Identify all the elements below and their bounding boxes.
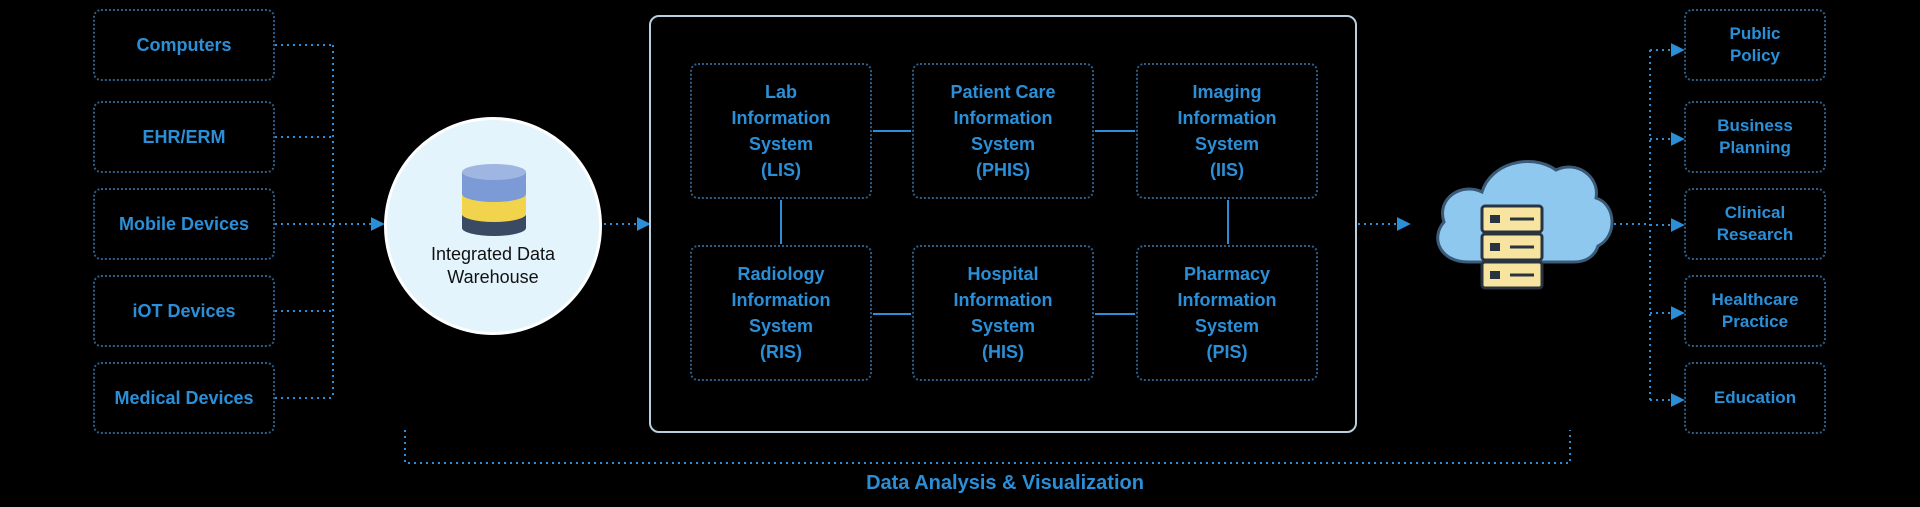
system-links xyxy=(780,130,1229,315)
source-label: EHR/ERM xyxy=(142,126,226,147)
output-education: Education xyxy=(1684,362,1826,434)
source-ehr-erm: EHR/ERM xyxy=(93,101,275,173)
output-business-planning: Business Planning xyxy=(1684,101,1826,173)
system-pis: Pharmacy Information System (PIS) xyxy=(1136,245,1318,381)
cloud-server-icon xyxy=(1436,160,1614,290)
source-iot-devices: iOT Devices xyxy=(93,275,275,347)
source-mobile-devices: Mobile Devices xyxy=(93,188,275,260)
system-iis: Imaging Information System (IIS) xyxy=(1136,63,1318,199)
source-medical-devices: Medical Devices xyxy=(93,362,275,434)
system-lis: Lab Information System (LIS) xyxy=(690,63,872,199)
system-his: Hospital Information System (HIS) xyxy=(912,245,1094,381)
system-label: Hospital Information System (HIS) xyxy=(953,264,1053,362)
system-ris: Radiology Information System (RIS) xyxy=(690,245,872,381)
output-label: Healthcare Practice xyxy=(1711,290,1799,331)
database-icon xyxy=(462,164,526,236)
output-clinical-research: Clinical Research xyxy=(1684,188,1826,260)
output-label: Business Planning xyxy=(1717,116,1793,157)
system-label: Imaging Information System (IIS) xyxy=(1177,82,1277,180)
output-label: Education xyxy=(1713,388,1797,407)
source-label: Computers xyxy=(136,34,232,55)
output-healthcare-practice: Healthcare Practice xyxy=(1684,275,1826,347)
footer-label: Data Analysis & Visualization xyxy=(866,472,1144,494)
system-label: Radiology Information System (RIS) xyxy=(731,264,831,362)
source-connectors xyxy=(275,44,334,399)
footer-bracket xyxy=(404,430,1571,464)
information-systems-hub xyxy=(649,15,1357,433)
source-label: Medical Devices xyxy=(114,387,254,408)
output-label: Clinical Research xyxy=(1716,203,1794,244)
output-label: Public Policy xyxy=(1729,24,1781,65)
warehouse-label: Integrated Data Warehouse xyxy=(430,244,556,287)
output-connectors xyxy=(1608,50,1651,400)
source-computers: Computers xyxy=(93,9,275,81)
source-label: iOT Devices xyxy=(132,300,236,321)
system-label: Patient Care Information System (PHIS) xyxy=(950,82,1056,180)
system-label: Pharmacy Information System (PIS) xyxy=(1177,264,1277,362)
output-public-policy: Public Policy xyxy=(1684,9,1826,81)
system-label: Lab Information System (LIS) xyxy=(731,82,831,180)
output-arrows xyxy=(1650,43,1685,407)
source-label: Mobile Devices xyxy=(118,213,250,234)
system-phis: Patient Care Information System (PHIS) xyxy=(912,63,1094,199)
